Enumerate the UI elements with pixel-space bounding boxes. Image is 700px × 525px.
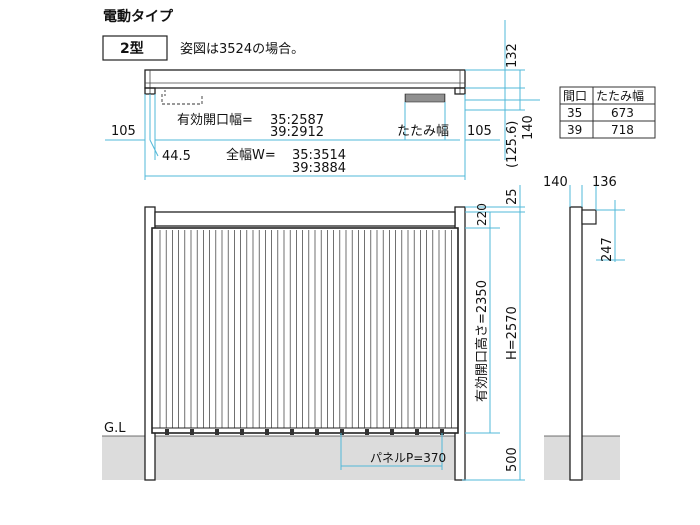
gate-wheel [415, 429, 419, 435]
side-post [569, 206, 583, 481]
side-width-a: 140 [543, 175, 568, 190]
gate-wheel [365, 429, 369, 435]
height-label: H=2570 [505, 306, 520, 360]
gate-wheel [190, 429, 194, 435]
gate-panel [151, 227, 459, 434]
top-beam [154, 211, 456, 227]
top-rail-label: 220 [475, 203, 489, 226]
gate-wheel [240, 429, 244, 435]
gate-wheel [315, 429, 319, 435]
panel-pitch-label: パネルP=370 [370, 451, 446, 465]
side-view: 140 136 247 [543, 175, 625, 481]
plan-view: 105 105 有効開口幅= 35:2587 39:2912 たたみ幅 44.5… [105, 20, 540, 180]
side-beam [581, 209, 597, 225]
figure-label: 2型 [120, 40, 144, 57]
gate-wheel [215, 429, 219, 435]
folded-width-label: たたみ幅 [397, 124, 449, 139]
effective-height-label: 有効開口高さ=2350 [474, 280, 490, 402]
effective-width-39: 39:2912 [270, 125, 324, 140]
depth-frame-label: 140 [521, 115, 536, 140]
table-header-frontage: 間口 [563, 89, 587, 103]
gate-wheel [390, 429, 394, 435]
overall-width-39: 39:3884 [292, 161, 346, 176]
table-header-fold-width: たたみ幅 [596, 88, 644, 103]
folded-panel-pack [404, 93, 446, 103]
table-cell: 39 [567, 123, 582, 137]
page-title: 電動タイプ [103, 8, 174, 25]
gate-wheel [165, 429, 169, 435]
side-width-b: 136 [592, 175, 617, 190]
table-cell: 35 [567, 106, 582, 120]
gate-wheel [265, 429, 269, 435]
gate-wheel [440, 429, 444, 435]
gate-slats [159, 230, 452, 428]
depth-inner-label: (125.6) [505, 121, 520, 168]
fold-width-table: 間口 たたみ幅 35 673 39 718 [559, 86, 656, 139]
gate-wheel [340, 429, 344, 435]
overall-width-35: 35:3514 [292, 148, 346, 163]
elevation-view: G.L 25 220 有効開口高さ=2350 H=2570 500 パネルP=3… [102, 185, 620, 481]
table-cell: 718 [611, 123, 634, 137]
foundation-label: 500 [505, 447, 520, 472]
rail-height-label: 247 [600, 237, 615, 262]
figure-note: 姿図は3524の場合。 [180, 41, 304, 57]
depth-total-label: 132 [505, 43, 520, 68]
gate-wheel [290, 429, 294, 435]
figure-label-box [102, 35, 168, 61]
effective-width-label: 有効開口幅= [177, 113, 253, 128]
overall-width-label: 全幅W= [226, 147, 276, 163]
right-margin-label: 105 [467, 124, 492, 139]
left-margin-label: 105 [111, 124, 136, 139]
table-cell: 673 [611, 106, 634, 120]
gate-wheels [165, 429, 444, 435]
top-gap-label: 25 [505, 188, 520, 205]
folded-panel-left [161, 94, 203, 105]
gl-label: G.L [104, 421, 126, 436]
ground-left [102, 436, 462, 480]
top-rail-outline [144, 69, 466, 89]
offset-label: 44.5 [162, 149, 191, 164]
effective-width-35: 35:2587 [270, 113, 324, 128]
